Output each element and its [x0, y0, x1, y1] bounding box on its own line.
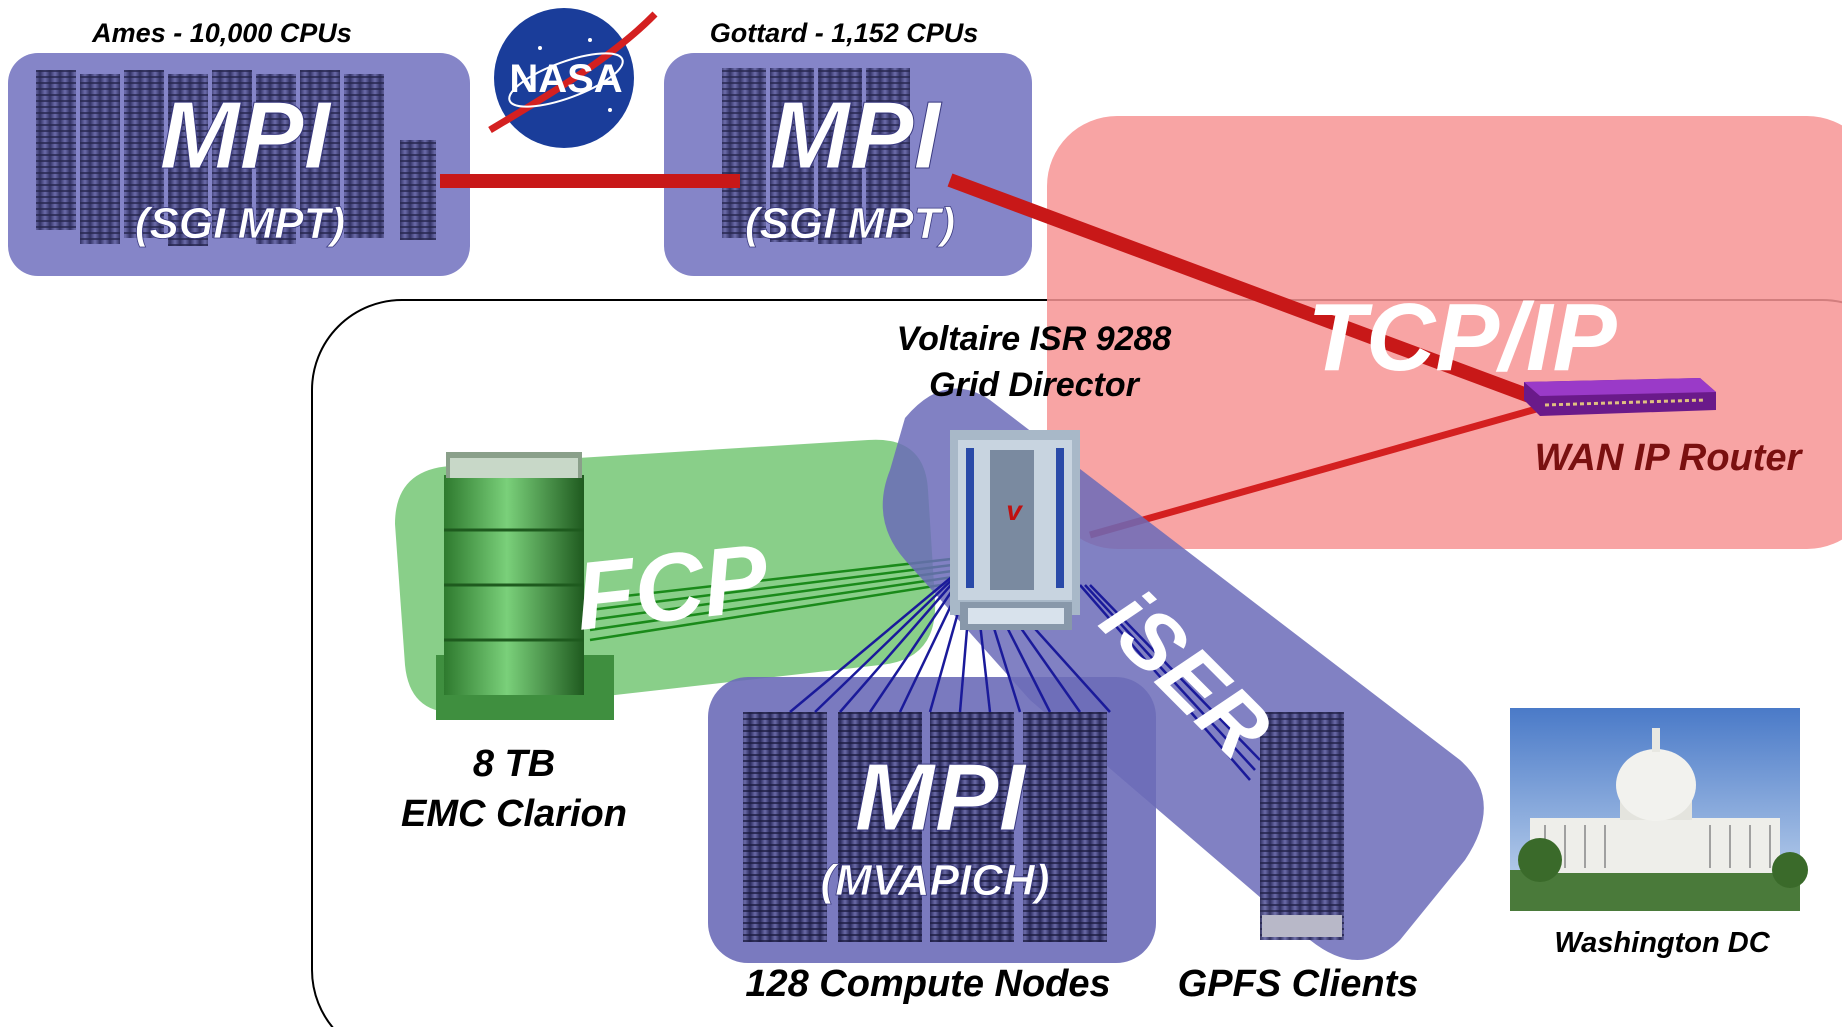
server-rack-icon	[1260, 712, 1344, 940]
fcp-label: FCP	[571, 524, 774, 651]
gottard-cluster: Gottard - 1,152 CPUs MPI (SGI MPT)	[664, 18, 1032, 276]
storage-label-line1: 8 TB	[473, 743, 555, 785]
server-rack-icon	[722, 68, 910, 244]
gottard-router-link	[947, 173, 1543, 407]
ames-title: Ames - 10,000 CPUs	[91, 18, 352, 48]
gottard-mpi-label: MPI	[770, 82, 943, 189]
washington-label: Washington DC	[1554, 927, 1770, 959]
gpfs-clients-label: GPFS Clients	[1178, 963, 1419, 1005]
nasa-logo-text: NASA	[509, 57, 622, 101]
tcpip-label: TCP/IP	[1307, 284, 1617, 391]
compute-mpi-sublabel: (MVAPICH)	[821, 856, 1050, 905]
fcp-fiber-links	[589, 556, 961, 642]
tcpip-zone	[1047, 116, 1842, 549]
storage-drum-icon	[436, 452, 614, 720]
ames-mpi-sublabel: (SGI MPT)	[135, 199, 345, 248]
voltaire-label-line2: Grid Director	[929, 366, 1140, 404]
ames-cluster: Ames - 10,000 CPUs MPI (SGI MPT)	[8, 18, 470, 276]
router-icon	[1524, 378, 1716, 416]
compute-mpi-label: MPI	[855, 744, 1028, 851]
voltaire-label-line1: Voltaire ISR 9288	[897, 320, 1172, 358]
server-rack-icon	[36, 70, 436, 246]
gottard-mpi-sublabel: (SGI MPT)	[745, 199, 955, 248]
compute-cluster: MPI (MVAPICH)	[708, 677, 1156, 963]
compute-nodes-label: 128 Compute Nodes	[745, 963, 1110, 1005]
wan-router-label: WAN IP Router	[1535, 437, 1804, 479]
svg-text:v: v	[1006, 495, 1023, 526]
gottard-title: Gottard - 1,152 CPUs	[710, 18, 979, 48]
switch-chassis-icon: v	[950, 430, 1080, 630]
ib-links	[789, 569, 1261, 781]
storage-label-line2: EMC Clarion	[401, 793, 627, 835]
server-rack-icon	[743, 712, 1107, 942]
switch-router-link	[1089, 404, 1541, 539]
nasa-logo-icon: NASA	[488, 8, 658, 148]
ames-mpi-label: MPI	[160, 82, 333, 189]
wan-links	[440, 173, 1543, 539]
capitol-photo-icon	[1510, 708, 1808, 911]
